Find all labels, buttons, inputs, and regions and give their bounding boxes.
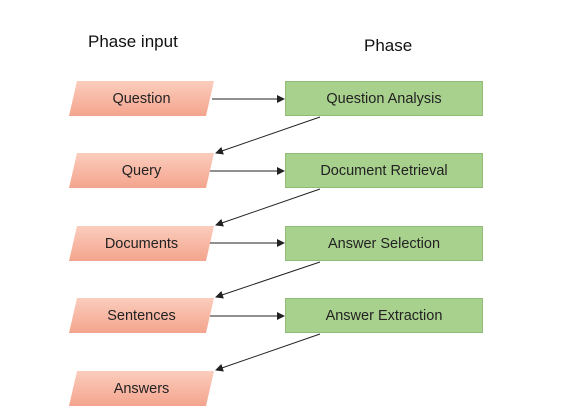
arrow-retrieval-to-documents [215, 188, 321, 227]
phase-question-analysis: Question Analysis [285, 81, 483, 116]
input-documents: Documents [69, 226, 214, 261]
phase-document-retrieval-label: Document Retrieval [320, 162, 448, 179]
phase-question-analysis-label: Question Analysis [326, 90, 442, 107]
input-question: Question [69, 81, 214, 116]
phase-header: Phase [364, 36, 413, 55]
arrow-analysis-to-query [215, 116, 321, 155]
phase-answer-extraction-label: Answer Extraction [325, 307, 443, 324]
input-answers-label: Answers [113, 380, 170, 397]
arrow-selection-to-sentences [215, 261, 321, 299]
input-query-label: Query [121, 162, 162, 179]
arrow-extraction-to-answers [215, 333, 321, 372]
phase-document-retrieval: Document Retrieval [285, 153, 483, 188]
input-question-label: Question [112, 90, 171, 107]
phase-input-header: Phase input [88, 32, 178, 51]
input-documents-label: Documents [104, 235, 179, 252]
phase-answer-selection-label: Answer Selection [327, 235, 441, 252]
input-query: Query [69, 153, 214, 188]
phase-answer-selection: Answer Selection [285, 226, 483, 261]
phase-answer-extraction: Answer Extraction [285, 298, 483, 333]
input-sentences: Sentences [69, 298, 214, 333]
input-sentences-label: Sentences [107, 307, 176, 324]
input-answers: Answers [69, 371, 214, 406]
